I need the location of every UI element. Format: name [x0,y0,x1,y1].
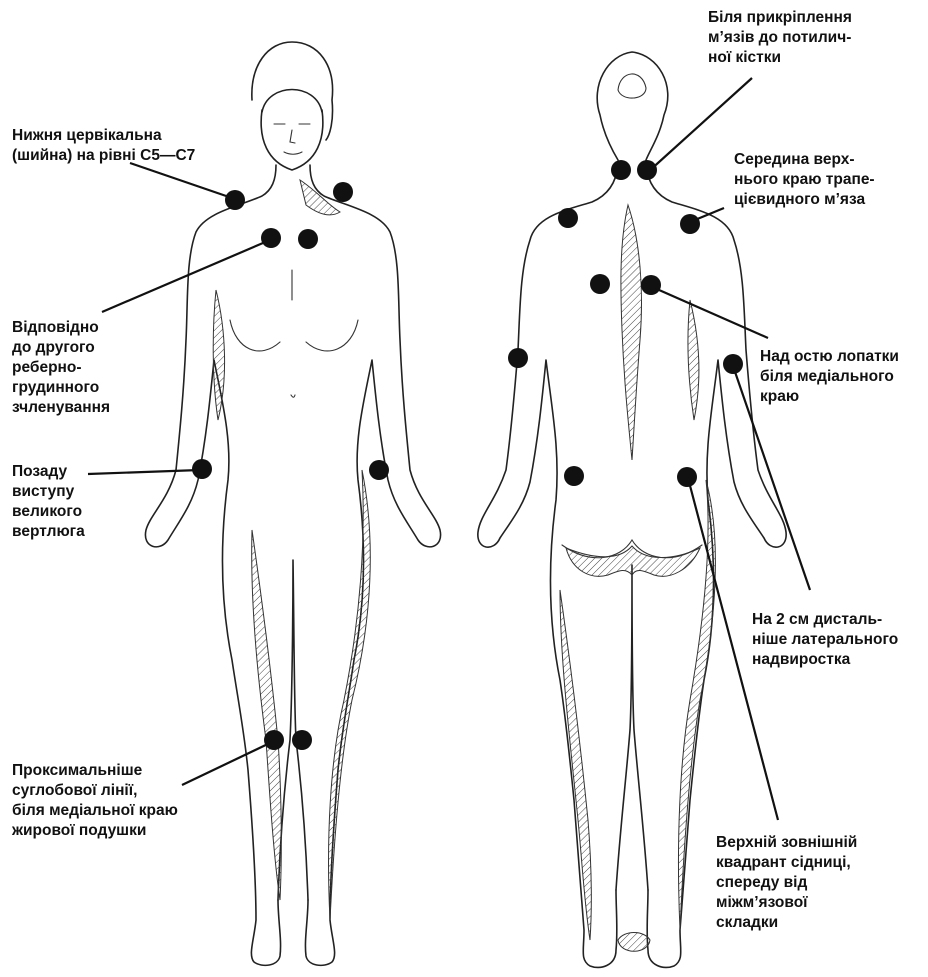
point-back-occiput-left [611,160,631,180]
front-face-features [274,124,310,154]
back-arm-shade [688,300,699,420]
point-front-knee-right [292,730,312,750]
label-low-cervical: Нижня цервікальна (шийна) на рівні С5—С7 [12,126,195,166]
label-lateral-epicondyle: На 2 см дисталь- ніше латерального надви… [752,610,898,670]
front-hair [252,42,333,140]
front-body-right [305,165,440,965]
back-head [597,52,668,160]
front-chest-detail [230,270,358,397]
back-feet-shade [618,933,650,952]
point-back-gluteal-right [677,467,697,487]
point-back-epicondyle-right [723,354,743,374]
point-front-trochanter-left [192,459,212,479]
point-front-low-cervical-right [333,182,353,202]
label-trapezius: Середина верх- нього краю трапе- цієвидн… [734,150,875,210]
leader-supraspinatus [650,286,768,338]
label-gluteal: Верхній зовнішній квадрант сідниці, спер… [716,833,857,933]
leader-cervical [130,163,232,198]
point-back-trapezius-left [558,208,578,228]
leader-second-rib [102,240,270,312]
point-front-low-cervical-left [225,190,245,210]
front-inner-legs [278,560,308,900]
label-second-rib: Відповідно до другого реберно- грудинног… [12,318,110,418]
back-leg-shade-left [560,590,591,940]
point-back-supraspinatus-left [590,274,610,294]
point-front-knee-left [264,730,284,750]
tender-points [192,160,743,750]
label-knee: Проксимальніше суглобової лінії, біля ме… [12,761,178,841]
leader-knee [182,742,272,785]
front-leg-shade-right [329,470,371,920]
point-back-epicondyle-left [508,348,528,368]
back-spine-shade [621,205,642,460]
front-leg-shade-left [252,530,282,900]
leader-trochanter [88,470,200,474]
front-face [261,110,323,170]
back-inner-legs [616,565,648,890]
point-back-trapezius-right [680,214,700,234]
label-occiput: Біля прикріплення м’язів до потилич- ної… [708,8,852,68]
front-neck-shade [300,180,340,215]
point-front-second-rib-left [261,228,281,248]
point-front-second-rib-right [298,229,318,249]
point-front-trochanter-right [369,460,389,480]
label-greater-trochanter: Позаду виступу великого вертлюга [12,462,85,542]
leader-lines [88,78,810,820]
point-back-supraspinatus-right [641,275,661,295]
label-supraspinatus: Над остю лопатки біля медіального краю [760,347,899,407]
back-hair-bun [618,74,646,98]
point-back-occiput-right [637,160,657,180]
back-leg-shade-right [678,480,715,930]
point-back-gluteal-left [564,466,584,486]
front-figure [145,42,440,965]
back-gluteal-shade [566,546,700,576]
